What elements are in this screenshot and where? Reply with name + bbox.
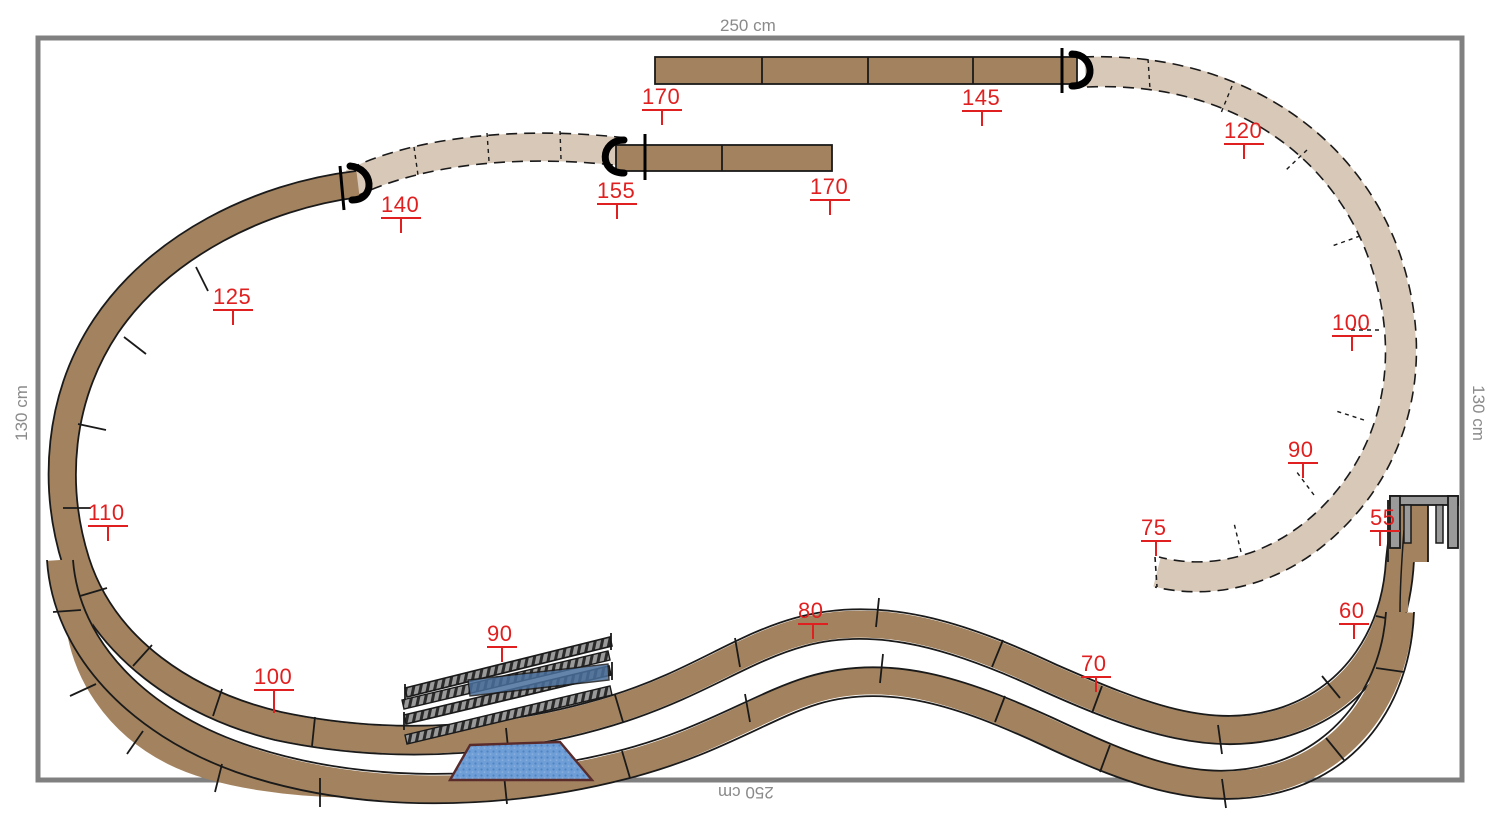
dimension-90-right: 90 bbox=[1288, 437, 1322, 479]
dimension-value: 90 bbox=[1288, 437, 1314, 462]
dimension-145: 145 bbox=[962, 85, 1006, 127]
board-label-left: 130 cm bbox=[12, 385, 31, 441]
dimension-60: 60 bbox=[1339, 598, 1373, 640]
right-overpass-structure bbox=[1389, 495, 1459, 549]
dimension-120: 120 bbox=[1224, 118, 1268, 160]
dimension-75: 75 bbox=[1141, 515, 1175, 557]
dimension-value: 170 bbox=[642, 84, 681, 109]
dimension-110: 110 bbox=[88, 500, 132, 542]
dimension-value: 140 bbox=[381, 192, 420, 217]
dimension-value: 170 bbox=[810, 174, 849, 199]
dimension-value: 120 bbox=[1224, 118, 1263, 143]
dimension-55: 55 bbox=[1370, 505, 1404, 547]
dimension-100-bottom: 100 bbox=[254, 664, 298, 714]
dimension-value: 60 bbox=[1339, 598, 1365, 623]
tunnel-portal-top-left bbox=[338, 162, 373, 211]
track-mid-siding bbox=[615, 144, 833, 172]
dimension-70: 70 bbox=[1081, 651, 1115, 693]
dimension-value: 75 bbox=[1141, 515, 1167, 540]
tunnel-portal-top-right bbox=[1060, 48, 1094, 93]
dimension-value: 110 bbox=[88, 500, 125, 525]
dimension-155: 155 bbox=[597, 178, 641, 220]
dimension-value: 70 bbox=[1081, 651, 1107, 676]
visible-track-group bbox=[46, 56, 1429, 809]
board-label-bottom: 250 cm bbox=[718, 783, 774, 802]
tunnel-portal-group bbox=[338, 48, 1094, 211]
board-label-top: 250 cm bbox=[720, 16, 776, 35]
dimension-value: 100 bbox=[254, 664, 293, 689]
dimension-125: 125 bbox=[213, 284, 257, 326]
track-top-siding bbox=[654, 56, 1078, 85]
dimension-value: 145 bbox=[962, 85, 1001, 110]
layout-frame bbox=[35, 35, 1465, 783]
board-label-right: 130 cm bbox=[1469, 385, 1488, 441]
dimension-value: 100 bbox=[1332, 310, 1371, 335]
dimension-170-mid: 170 bbox=[810, 174, 854, 216]
dimension-100-right: 100 bbox=[1332, 310, 1376, 352]
dimension-value: 80 bbox=[798, 598, 824, 623]
track-main-inner-loop bbox=[46, 558, 1415, 809]
river-bridge-group bbox=[401, 633, 613, 745]
tunnel-portal-mid-left bbox=[601, 134, 647, 180]
dimension-value: 125 bbox=[213, 284, 252, 309]
dimension-140: 140 bbox=[381, 192, 425, 234]
dimension-value: 55 bbox=[1370, 505, 1396, 530]
dimension-value: 90 bbox=[487, 621, 513, 646]
dimension-value: 155 bbox=[597, 178, 636, 203]
dimension-170-top: 170 bbox=[642, 84, 686, 126]
river bbox=[447, 740, 595, 782]
hidden-track-group bbox=[345, 55, 1418, 593]
dimension-80: 80 bbox=[798, 598, 832, 640]
dimension-90-bridge: 90 bbox=[487, 621, 521, 663]
